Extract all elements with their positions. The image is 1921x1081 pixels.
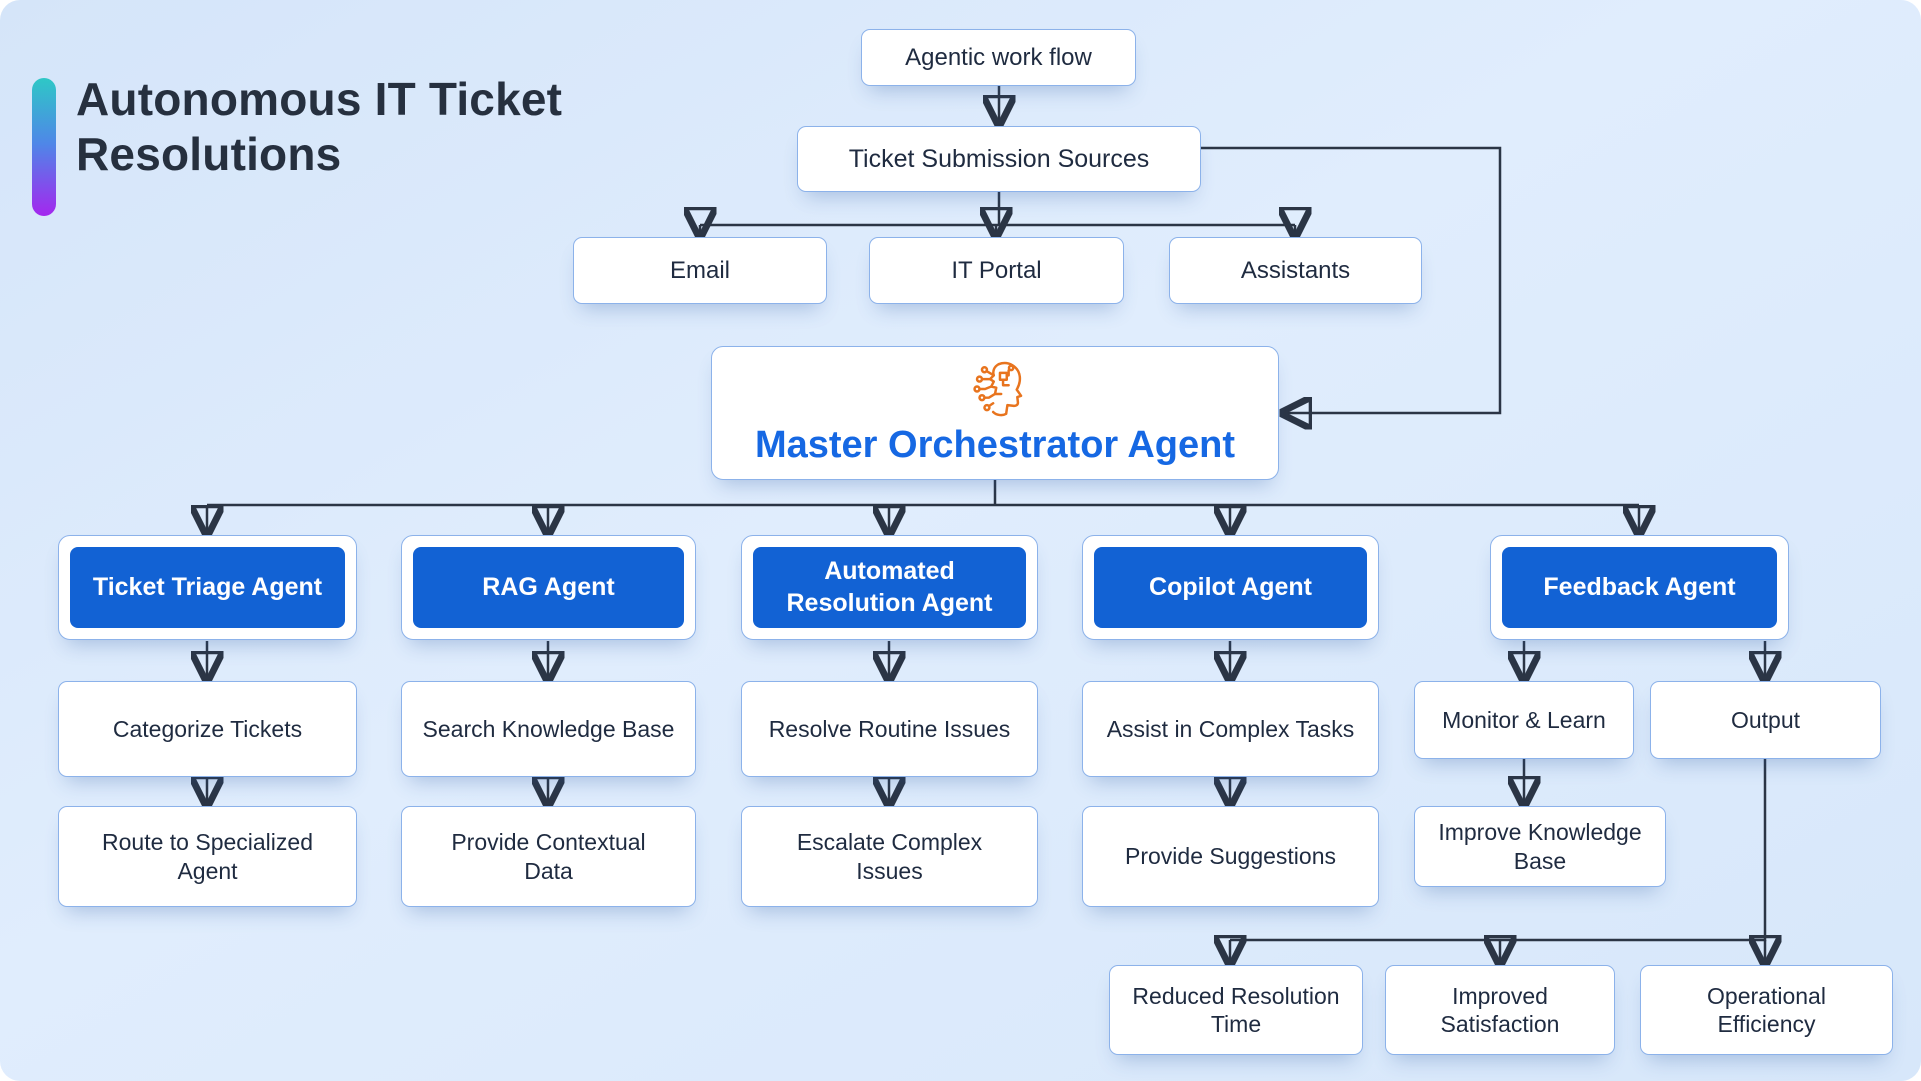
node-automated-resolution-agent: Automated Resolution Agent (741, 535, 1038, 640)
node-email: Email (573, 237, 827, 304)
node-master-orchestrator: Master Orchestrator Agent (711, 346, 1279, 480)
node-master-orchestrator-label: Master Orchestrator Agent (754, 423, 1236, 466)
page-title-block: Autonomous IT Ticket Resolutions (32, 72, 562, 216)
node-it-portal: IT Portal (869, 237, 1124, 304)
node-monitor-learn-label: Monitor & Learn (1442, 706, 1606, 733)
node-escalate-complex-issues: Escalate Complex Issues (741, 806, 1038, 907)
page-title: Autonomous IT Ticket Resolutions (76, 72, 562, 182)
ai-head-circuit-icon (973, 361, 1023, 417)
node-assistants: Assistants (1169, 237, 1422, 304)
node-improved-satisfaction: Improved Satisfaction (1385, 965, 1615, 1055)
node-feedback-agent: Feedback Agent (1490, 535, 1789, 640)
edge-submission-to-master-loop (1201, 146, 1502, 413)
node-output-label: Output (1730, 706, 1801, 733)
node-route-to-specialized-agent: Route to Specialized Agent (58, 806, 357, 907)
node-assist-in-complex-tasks-label: Assist in Complex Tasks (1106, 715, 1355, 742)
page-title-line2: Resolutions (76, 128, 342, 181)
node-provide-suggestions: Provide Suggestions (1082, 806, 1379, 907)
node-search-knowledge-base: Search Knowledge Base (401, 681, 696, 777)
node-route-to-specialized-agent-label: Route to Specialized Agent (102, 829, 313, 884)
node-ticket-submission-sources-label: Ticket Submission Sources (848, 144, 1150, 173)
node-provide-contextual-data-label: Provide Contextual Data (451, 829, 646, 884)
node-reduced-resolution-time: Reduced Resolution Time (1109, 965, 1363, 1055)
node-resolve-routine-issues-label: Resolve Routine Issues (768, 715, 1011, 742)
node-it-portal-label: IT Portal (951, 256, 1042, 284)
node-copilot-agent: Copilot Agent (1082, 535, 1379, 640)
node-agentic-workflow: Agentic work flow (861, 29, 1136, 86)
node-ticket-triage-agent-label: Ticket Triage Agent (70, 547, 345, 628)
node-improved-satisfaction-label: Improved Satisfaction (1440, 982, 1560, 1037)
node-assistants-label: Assistants (1240, 256, 1351, 284)
node-ticket-triage-agent: Ticket Triage Agent (58, 535, 357, 640)
node-improve-knowledge-base: Improve Knowledge Base (1414, 806, 1666, 887)
node-automated-resolution-agent-label: Automated Resolution Agent (753, 547, 1026, 628)
node-categorize-tickets-label: Categorize Tickets (112, 715, 303, 742)
node-resolve-routine-issues: Resolve Routine Issues (741, 681, 1038, 777)
node-improve-knowledge-base-label: Improve Knowledge Base (1438, 819, 1642, 874)
node-ticket-submission-sources: Ticket Submission Sources (797, 126, 1201, 192)
node-provide-suggestions-label: Provide Suggestions (1125, 843, 1336, 870)
node-feedback-agent-label: Feedback Agent (1502, 547, 1777, 628)
node-email-label: Email (669, 256, 730, 284)
node-rag-agent-label: RAG Agent (413, 547, 684, 628)
node-assist-in-complex-tasks: Assist in Complex Tasks (1082, 681, 1379, 777)
node-rag-agent: RAG Agent (401, 535, 696, 640)
node-provide-contextual-data: Provide Contextual Data (401, 806, 696, 907)
node-copilot-agent-label: Copilot Agent (1094, 547, 1367, 628)
node-operational-efficiency: Operational Efficiency (1640, 965, 1893, 1055)
node-search-knowledge-base-label: Search Knowledge Base (422, 715, 675, 742)
page-title-line1: Autonomous IT Ticket (76, 73, 563, 125)
node-operational-efficiency-label: Operational Efficiency (1707, 982, 1826, 1037)
node-escalate-complex-issues-label: Escalate Complex Issues (796, 829, 983, 884)
node-output: Output (1650, 681, 1881, 759)
title-accent-bar (32, 78, 56, 216)
node-reduced-resolution-time-label: Reduced Resolution Time (1132, 982, 1340, 1037)
node-agentic-workflow-label: Agentic work flow (905, 43, 1092, 71)
node-categorize-tickets: Categorize Tickets (58, 681, 357, 777)
node-monitor-learn: Monitor & Learn (1414, 681, 1634, 759)
